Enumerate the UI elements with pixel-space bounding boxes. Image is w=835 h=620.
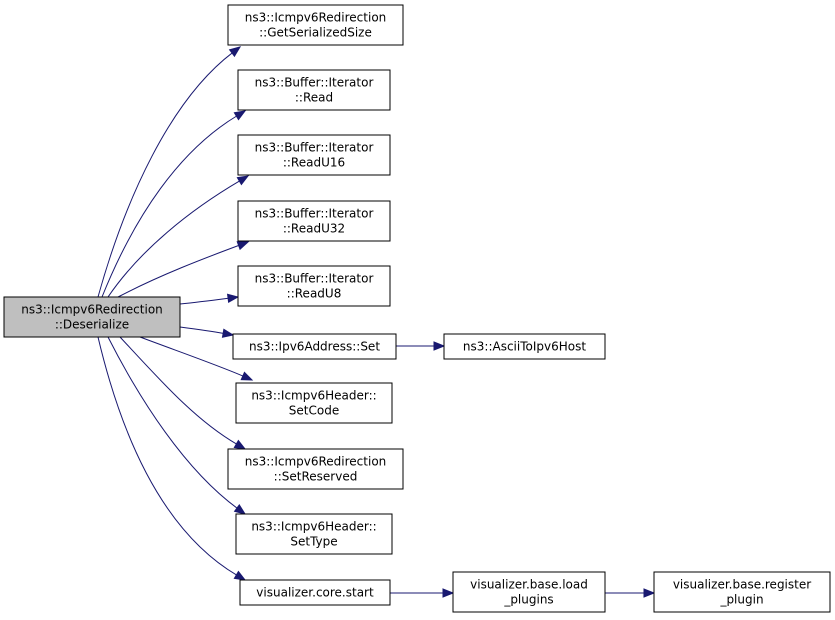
node-label: ns3::Buffer::Iterator [255, 141, 374, 155]
arrowhead-icon [233, 503, 247, 515]
node-label: visualizer.core.start [256, 586, 374, 600]
node-label: ::Read [295, 91, 333, 105]
node-box[interactable] [3, 296, 181, 338]
arrowhead-icon [233, 439, 247, 450]
node-box[interactable] [239, 579, 391, 606]
node-ipv6set[interactable]: ns3::Ipv6Address::Set [232, 333, 397, 360]
edge-line [139, 336, 244, 377]
node-label: ::ReadU8 [287, 287, 342, 301]
edge-deserialize-to-settype [107, 336, 247, 515]
edge-line [101, 115, 238, 298]
arrowhead-icon [221, 328, 235, 338]
node-box[interactable] [452, 571, 606, 613]
arrowhead-icon [236, 175, 250, 186]
arrowhead-icon [233, 110, 247, 121]
arrowhead-icon [228, 46, 242, 58]
node-deserialize[interactable]: ns3::Icmpv6Redirection::Deserialize [3, 296, 181, 338]
edge-line [97, 336, 238, 576]
arrowhead-icon [442, 588, 455, 598]
node-getserializedsize[interactable]: ns3::Icmpv6Redirection::GetSerializedSiz… [227, 4, 404, 46]
call-graph-edges [97, 46, 656, 598]
node-label: _plugins [503, 593, 553, 607]
arrowhead-icon [233, 570, 247, 581]
node-label: ns3::Icmpv6Header:: [251, 389, 376, 403]
node-label: ns3::Icmpv6Redirection [245, 455, 387, 469]
node-label: SetCode [289, 404, 339, 418]
node-loadplugins[interactable]: visualizer.base.load_plugins [452, 571, 606, 613]
call-graph-nodes: ns3::Icmpv6Redirection::Deserializens3::… [3, 4, 831, 613]
node-readu32[interactable]: ns3::Buffer::Iterator::ReadU32 [237, 200, 391, 242]
node-label: visualizer.base.load [470, 578, 588, 592]
edge-corestart-to-loadplugins [390, 588, 455, 598]
node-label: ns3::AsciiToIpv6Host [463, 340, 586, 354]
edge-line [179, 326, 225, 334]
node-label: ns3::Buffer::Iterator [255, 207, 374, 221]
node-label: ns3::Icmpv6Redirection [245, 11, 387, 25]
node-readu16[interactable]: ns3::Buffer::Iterator::ReadU16 [237, 134, 391, 176]
node-box[interactable] [235, 382, 393, 424]
edge-deserialize-to-readu16 [107, 175, 250, 298]
node-setreserved[interactable]: ns3::Icmpv6Redirection::SetReserved [227, 448, 404, 490]
edge-deserialize-to-getserializedsize [97, 46, 242, 298]
edge-line [119, 336, 238, 445]
node-box[interactable] [237, 134, 391, 176]
edge-line [107, 336, 239, 510]
node-box[interactable] [653, 571, 831, 613]
node-label: ns3::Ipv6Address::Set [249, 340, 380, 354]
arrowhead-icon [226, 293, 240, 304]
arrowhead-icon [643, 588, 656, 598]
edge-loadplugins-to-registerplugin [605, 588, 656, 598]
edge-line [179, 297, 230, 305]
node-label: visualizer.base.register [673, 578, 811, 592]
node-box[interactable] [227, 448, 404, 490]
edge-deserialize-to-readu8 [179, 293, 240, 305]
edge-line [107, 180, 241, 298]
node-read[interactable]: ns3::Buffer::Iterator::Read [237, 69, 391, 111]
arrowhead-icon [433, 341, 446, 351]
edge-deserialize-to-readu32 [117, 241, 250, 298]
edge-deserialize-to-read [101, 110, 247, 298]
node-label: ns3::Icmpv6Header:: [251, 520, 376, 534]
edge-ipv6set-to-asciitoipv6host [396, 341, 446, 351]
edge-deserialize-to-setreserved [119, 336, 247, 450]
node-label: ns3::Buffer::Iterator [255, 272, 374, 286]
node-box[interactable] [232, 333, 397, 360]
node-label: ::SetReserved [274, 470, 358, 484]
node-settype[interactable]: ns3::Icmpv6Header::SetType [235, 513, 393, 555]
node-box[interactable] [443, 333, 606, 360]
node-label: ::Deserialize [55, 318, 129, 332]
node-label: ns3::Buffer::Iterator [255, 76, 374, 90]
node-label: SetType [290, 535, 337, 549]
edge-line [97, 52, 234, 298]
node-box[interactable] [235, 513, 393, 555]
node-asciitoipv6host[interactable]: ns3::AsciiToIpv6Host [443, 333, 606, 360]
arrowhead-icon [240, 371, 254, 381]
node-label: ::GetSerializedSize [259, 26, 372, 40]
edge-line [117, 244, 240, 298]
node-label: ns3::Icmpv6Redirection [21, 303, 163, 317]
node-registerplugin[interactable]: visualizer.base.register_plugin [653, 571, 831, 613]
node-label: ::ReadU16 [283, 156, 345, 170]
node-box[interactable] [237, 265, 391, 307]
edge-deserialize-to-setcode [139, 336, 254, 381]
node-box[interactable] [227, 4, 404, 46]
node-box[interactable] [237, 69, 391, 111]
node-setcode[interactable]: ns3::Icmpv6Header::SetCode [235, 382, 393, 424]
node-label: ::ReadU32 [283, 222, 345, 236]
arrowhead-icon [236, 241, 250, 251]
node-box[interactable] [237, 200, 391, 242]
edge-deserialize-to-ipv6set [179, 326, 235, 338]
node-readu8[interactable]: ns3::Buffer::Iterator::ReadU8 [237, 265, 391, 307]
node-label: _plugin [719, 593, 763, 607]
node-corestart[interactable]: visualizer.core.start [239, 579, 391, 606]
edge-deserialize-to-corestart [97, 336, 247, 581]
